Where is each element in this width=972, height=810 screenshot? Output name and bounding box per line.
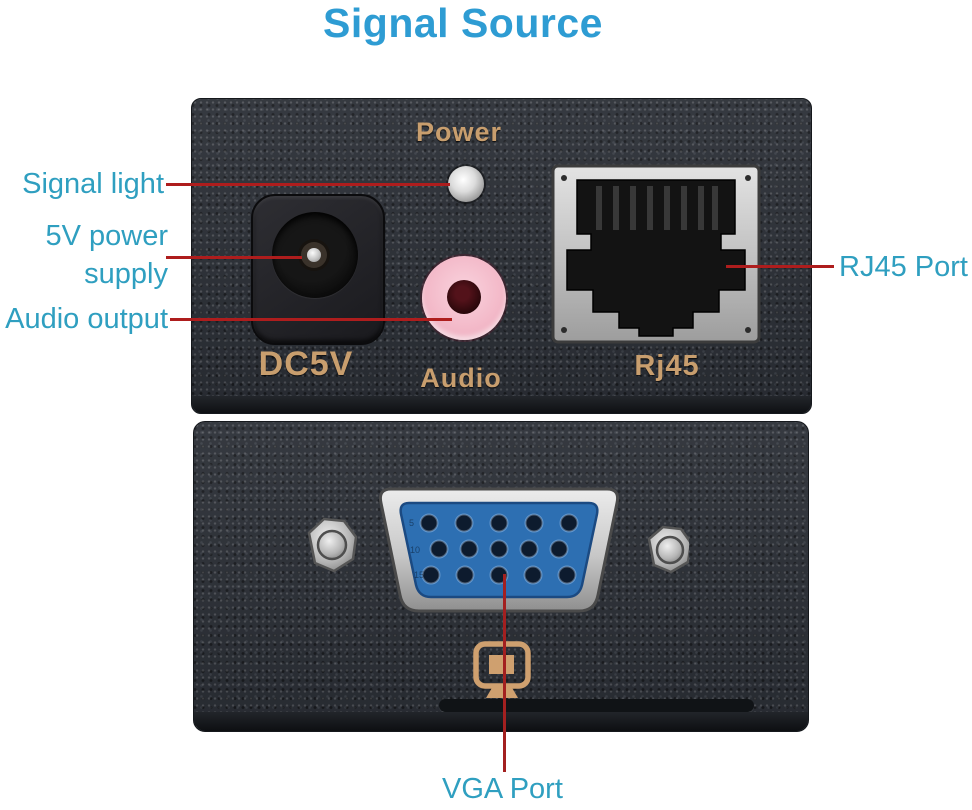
vga-connector: 5 10 15 — [289, 477, 689, 627]
callout-line-audio-output — [170, 318, 452, 321]
callout-label-vga-port: VGA Port — [442, 773, 563, 805]
svg-text:10: 10 — [410, 545, 420, 555]
dc-power-jack — [251, 194, 385, 345]
callout-label-power-supply-line2: supply — [84, 258, 168, 290]
svg-text:15: 15 — [414, 570, 424, 580]
power-engraved-label: Power — [415, 117, 503, 147]
vga-connector-graphic: 5 10 15 — [307, 487, 689, 613]
dc5v-engraved-label: DC5V — [258, 345, 354, 383]
device-bottom-panel: 5 10 15 — [193, 421, 809, 732]
callout-line-signal-light — [166, 183, 450, 186]
callout-label-signal-light: Signal light — [22, 168, 164, 200]
dc-jack-hole — [272, 212, 358, 298]
rj45-engraved-label: Rj45 — [634, 350, 700, 382]
callout-label-rj45-port: RJ45 Port — [839, 251, 968, 283]
audio-engraved-label: Audio — [420, 363, 502, 393]
callout-line-vga-port — [503, 574, 506, 772]
power-led — [448, 166, 484, 202]
monitor-icon — [472, 641, 532, 699]
panel-groove — [439, 699, 754, 712]
callout-label-power-supply: 5V power supply — [8, 217, 168, 293]
callout-line-power-supply — [166, 256, 302, 259]
svg-text:5: 5 — [409, 518, 414, 528]
page-title: Signal Source — [323, 0, 603, 46]
device-top-panel: Power DC5V Audio — [191, 98, 812, 414]
callout-label-power-supply-line1: 5V power — [45, 220, 168, 252]
rj45-jack-graphic — [551, 164, 761, 344]
audio-jack — [422, 256, 506, 340]
dc-jack-pin — [301, 242, 327, 268]
rj45-jack — [551, 164, 761, 344]
callout-line-rj45-port — [726, 265, 834, 268]
callout-label-audio-output: Audio output — [5, 303, 168, 335]
audio-jack-hole — [447, 280, 481, 314]
